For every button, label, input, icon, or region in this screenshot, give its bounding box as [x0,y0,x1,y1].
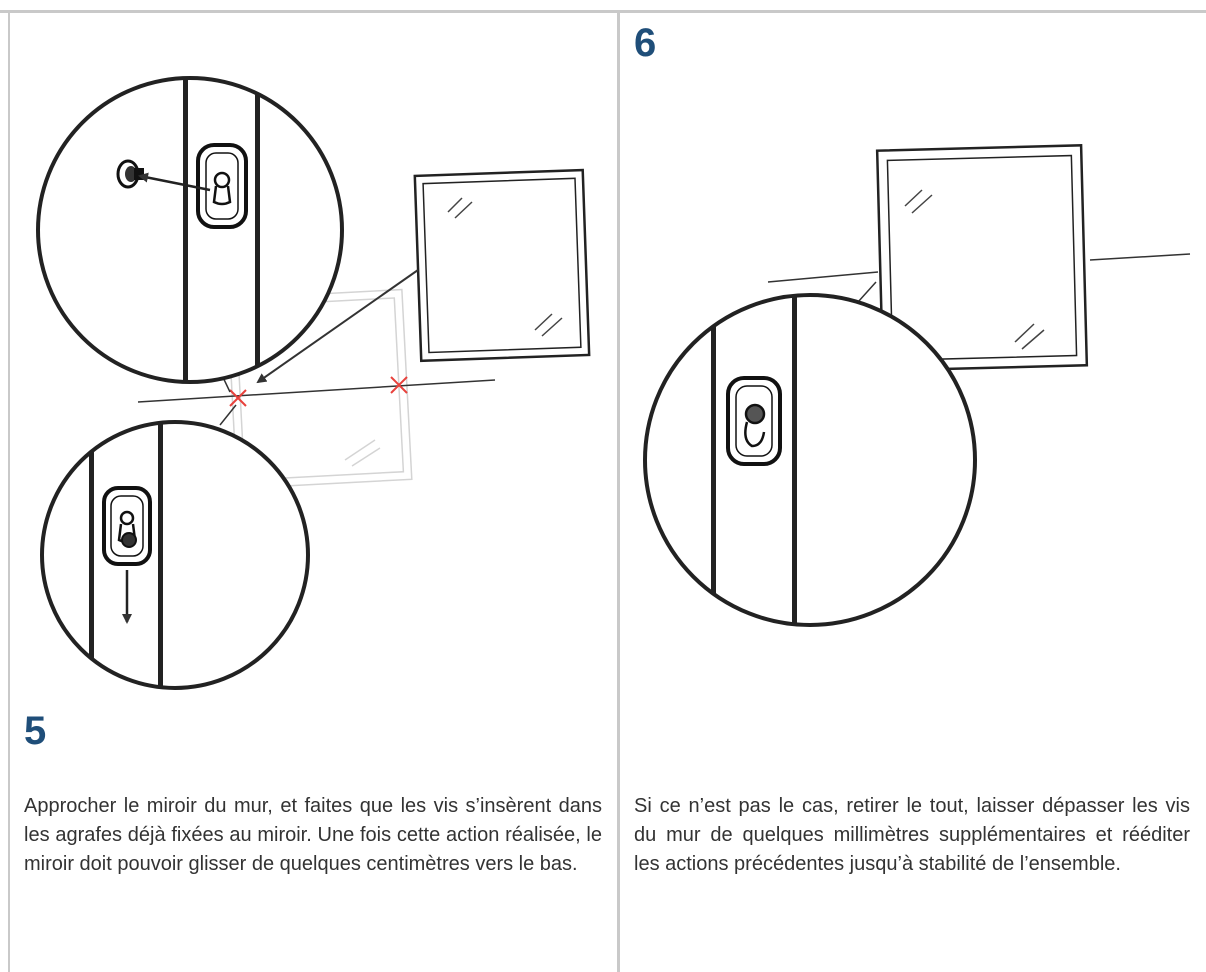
zoom-circle [643,293,977,627]
step5-instruction: Approcher le miroir du mur, et faites qu… [24,795,602,875]
mirror-icon [875,144,1089,372]
step6-illustration [643,144,1191,627]
wall-line-left [767,271,879,283]
placement-arrow [256,269,419,384]
step5-illustration [36,76,591,690]
zoom-circle-bottom [40,420,310,690]
screw-mark-icon [229,376,408,407]
step6-instruction: Si ce n’est pas le cas, retirer le tout,… [634,795,1190,875]
left-rule [8,12,10,972]
keyhole-bracket-icon [196,143,248,229]
zoom-circle-top [36,76,344,384]
keyhole-bracket-screw-icon [102,486,152,566]
column-divider [617,12,620,972]
step-number-6: 6 [634,21,657,65]
step-number-5: 5 [24,709,47,753]
insert-arrow [138,172,211,192]
mirror-icon [413,168,591,363]
wall-line [137,379,496,403]
top-rule [0,10,1206,13]
keyhole-bracket-screw-icon [726,376,782,466]
wall-line-right [1089,253,1191,261]
